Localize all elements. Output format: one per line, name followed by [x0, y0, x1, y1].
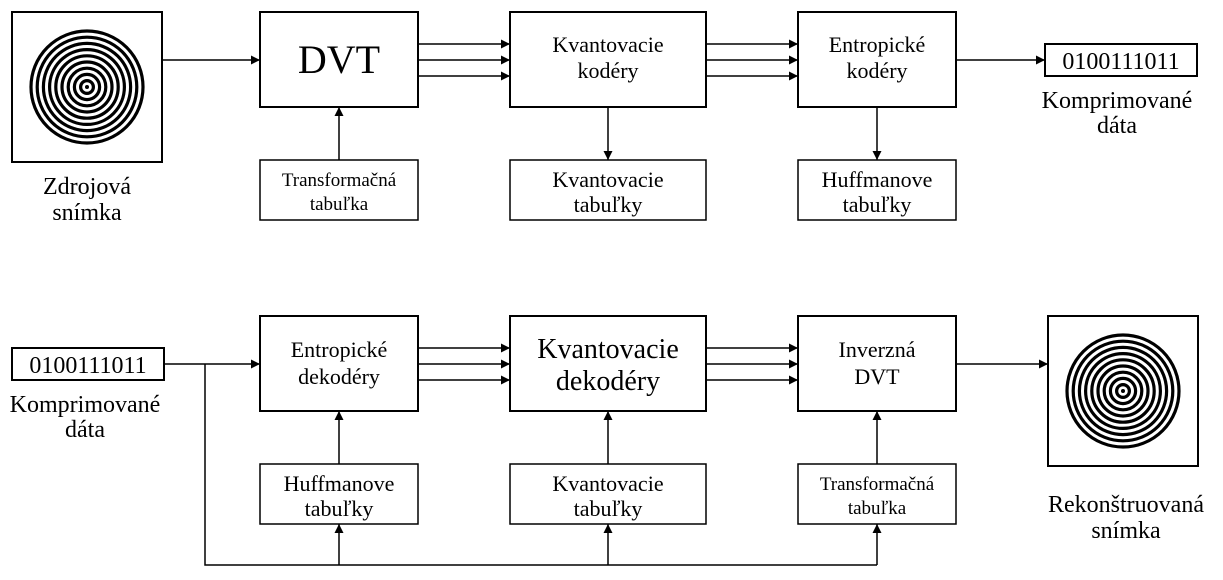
- quantizer-encoders-block: Kvantovacie kodéry: [509, 11, 707, 108]
- reconstructed-label: Rekonštruovaná: [1048, 492, 1204, 518]
- encoder-output-bits: 0100111011: [1062, 49, 1179, 75]
- quant-tables-block: Kvantovacie tabuľky: [509, 159, 707, 221]
- entropy-dec-label-1: Entropické: [291, 337, 388, 362]
- entropy-enc-label-2: kodéry: [846, 58, 907, 83]
- encoder-output-label: Komprimované: [1042, 88, 1193, 114]
- quant-dec-label-2: dekodéry: [556, 366, 660, 397]
- inverse-dvt-label-1: Inverzná: [839, 337, 916, 362]
- huffman-tables-block: Huffmanove tabuľky: [797, 159, 957, 221]
- dec-transform-label-1: Transformačná: [820, 474, 935, 495]
- encoder-output-label-2: dáta: [1097, 113, 1137, 139]
- inverse-dvt-label-2: DVT: [854, 364, 900, 389]
- table-bus-line: [204, 364, 877, 566]
- decoder-quant-tables-block: Kvantovacie tabuľky: [509, 463, 707, 525]
- decoder-huffman-tables-block: Huffmanove tabuľky: [259, 463, 419, 525]
- decoder-input-bits: 0100111011: [29, 353, 146, 379]
- huffman-table-label-1: Huffmanove: [822, 167, 933, 192]
- quant-table-label-1: Kvantovacie: [552, 167, 663, 192]
- source-label: Zdrojová: [43, 174, 131, 200]
- entropy-decoders-block: Entropické dekodéry: [259, 315, 419, 412]
- entropy-enc-label-1: Entropické: [829, 32, 926, 57]
- quantizer-decoders-block: Kvantovacie dekodéry: [509, 315, 707, 412]
- dvt-block: DVT: [259, 11, 419, 108]
- transform-table-label-1: Transformačná: [282, 170, 397, 191]
- dec-quant-table-label-1: Kvantovacie: [552, 471, 663, 496]
- huffman-table-label-2: tabuľky: [843, 192, 912, 217]
- dec-quant-table-label-2: tabuľky: [574, 496, 643, 521]
- dvt-label: DVT: [298, 37, 380, 82]
- dec-huffman-label-2: tabuľky: [305, 496, 374, 521]
- dec-huffman-label-1: Huffmanove: [284, 471, 395, 496]
- encoder-output-bitstream: 0100111011: [1044, 43, 1198, 77]
- inverse-dvt-block: Inverzná DVT: [797, 315, 957, 412]
- quant-enc-label-1: Kvantovacie: [552, 32, 663, 57]
- quant-dec-label-1: Kvantovacie: [537, 334, 679, 365]
- entropy-dec-label-2: dekodéry: [298, 364, 380, 389]
- quant-enc-label-2: kodéry: [577, 58, 638, 83]
- dec-transform-label-2: tabuľka: [848, 498, 907, 519]
- decoder-input-label: Komprimované: [10, 392, 161, 418]
- decoder-transform-table-block: Transformačná tabuľka: [797, 463, 957, 525]
- source-image: [11, 11, 163, 163]
- decoder-input-label-2: dáta: [65, 417, 105, 443]
- transform-table-block: Transformačná tabuľka: [259, 159, 419, 221]
- transform-table-label-2: tabuľka: [310, 194, 369, 215]
- reconstructed-label-2: snímka: [1091, 518, 1161, 544]
- entropy-encoders-block: Entropické kodéry: [797, 11, 957, 108]
- decoder-input-bitstream: 0100111011: [11, 347, 165, 381]
- concentric-rings-icon: [29, 29, 145, 145]
- source-label-2: snímka: [52, 200, 122, 226]
- quant-table-label-2: tabuľky: [574, 192, 643, 217]
- concentric-rings-icon: [1065, 333, 1181, 449]
- reconstructed-image: [1047, 315, 1199, 467]
